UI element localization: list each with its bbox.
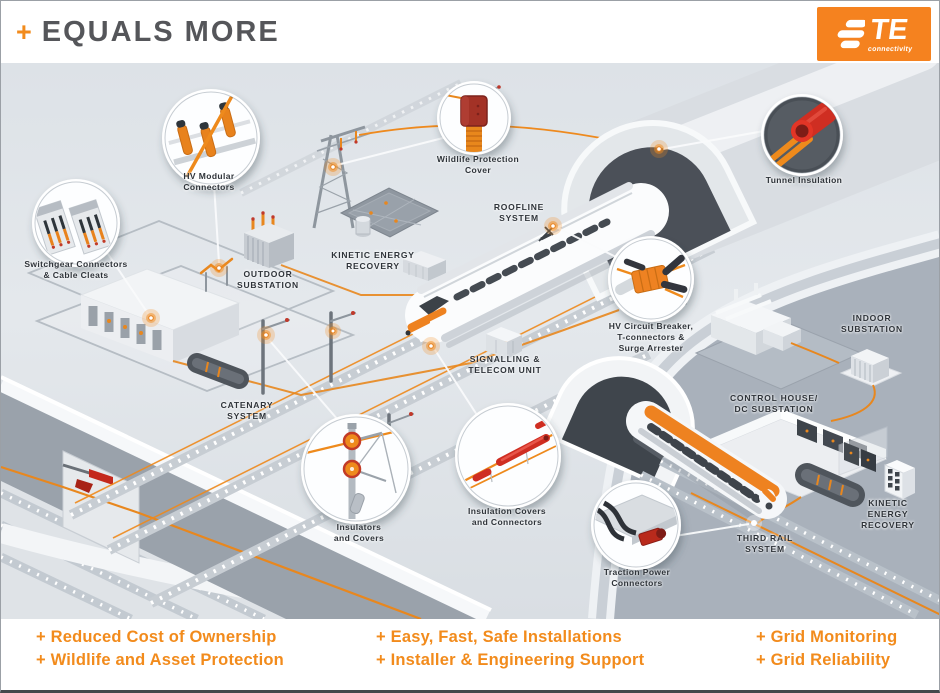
benefits-footer: + Reduced Cost of Ownership + Wildlife a… [1, 619, 939, 690]
signalling-cabinet [486, 327, 522, 359]
benefit-item: + Wildlife and Asset Protection [36, 651, 284, 669]
bridge [1, 375, 492, 619]
page-title: +EQUALS MORE [16, 16, 280, 49]
callout-insulation-covers-circle [455, 403, 561, 509]
benefits-column-3: + Grid Monitoring + Grid Reliability [756, 626, 897, 672]
switchgear-room [79, 268, 241, 363]
callout-leaders [105, 130, 765, 537]
equipment-container [403, 251, 446, 281]
energy-storage-flywheel-right [795, 463, 865, 507]
indoor-substation-equipment [694, 283, 903, 422]
ker-cabinet [884, 460, 915, 500]
callout-hv-modular-circle [162, 89, 260, 187]
te-logo-wordmark: TE connectivity [867, 13, 918, 53]
metro-train [626, 401, 787, 523]
callout-tunnel-insulation-circle [761, 94, 843, 176]
te-logo-brand: TE [868, 13, 911, 46]
kinetic-energy-terrace [795, 426, 915, 507]
railway-scene-svg [1, 63, 939, 619]
bridge-cable-cleat [62, 463, 113, 493]
benefit-item: + Grid Reliability [756, 651, 891, 669]
te-connectivity-logo: TE connectivity [817, 7, 931, 61]
callout-insulators-circle [301, 414, 411, 524]
callout-hv-breaker-circle [608, 236, 694, 322]
benefit-item: + Installer & Engineering Support [376, 651, 645, 669]
callout-switchgear-circle [32, 179, 120, 267]
target-dots [142, 140, 762, 531]
energy-storage-flywheel-left [187, 353, 249, 389]
benefit-item: + Grid Monitoring [756, 628, 898, 646]
benefits-column-1: + Reduced Cost of Ownership + Wildlife a… [36, 626, 284, 672]
finned-transformer [839, 349, 903, 387]
callout-wildlife-circle [437, 81, 511, 155]
railway-scene [1, 63, 939, 619]
plus-icon: + [16, 17, 34, 47]
page-header: +EQUALS MORE TE connectivity [1, 1, 939, 63]
te-logo-icon [837, 19, 866, 49]
benefits-column-2: + Easy, Fast, Safe Installations + Insta… [376, 626, 644, 672]
highspeed-train [405, 182, 669, 348]
benefit-item: + Easy, Fast, Safe Installations [376, 628, 622, 646]
outdoor-substation-area [26, 85, 657, 397]
benefit-item: + Reduced Cost of Ownership [36, 628, 277, 646]
page-title-text: EQUALS MORE [41, 16, 280, 48]
transformer [244, 211, 294, 268]
te-logo-tagline: connectivity [867, 45, 914, 53]
callout-traction-power-circle [591, 480, 681, 570]
kinetic-energy-pit [339, 187, 446, 281]
